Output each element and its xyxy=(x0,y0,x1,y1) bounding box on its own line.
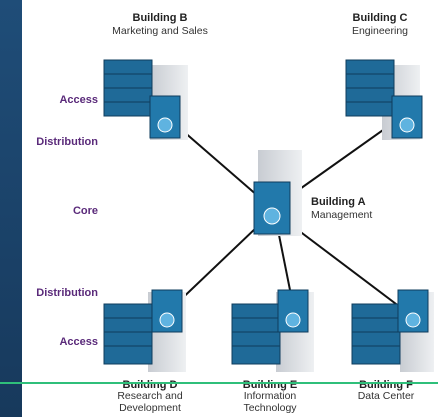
building-b-name: Building B xyxy=(132,12,188,24)
building-e-devices xyxy=(231,289,314,372)
building-f-desc: Data Center xyxy=(357,390,415,402)
links xyxy=(167,117,405,311)
access-switch-stack-e-icon xyxy=(231,303,281,365)
link-a-f xyxy=(289,223,405,311)
access-switch-stack-d-icon xyxy=(103,303,153,365)
layer-label-access-bottom: Access xyxy=(59,336,98,348)
building-c-devices xyxy=(345,59,423,140)
building-b-devices xyxy=(103,59,188,140)
link-a-d xyxy=(171,225,259,309)
building-a-desc: Management xyxy=(311,209,373,221)
building-c-name: Building C xyxy=(352,12,408,24)
left-sidebar-strip xyxy=(0,0,22,417)
building-b-desc: Marketing and Sales xyxy=(112,25,208,37)
building-a-devices xyxy=(253,150,302,236)
building-e-desc: Information Technology xyxy=(243,390,297,414)
access-switch-stack-f-icon xyxy=(351,303,401,365)
building-c-desc: Engineering xyxy=(351,25,409,37)
link-a-e xyxy=(277,229,293,301)
building-f-devices xyxy=(351,289,434,372)
link-c-a xyxy=(289,117,401,197)
layer-label-distribution-top: Distribution xyxy=(36,136,98,148)
building-d-devices xyxy=(103,289,186,372)
building-a-name: Building A xyxy=(311,196,366,208)
layer-label-access-top: Access xyxy=(59,94,98,106)
building-d-desc: Research and Development xyxy=(117,390,183,414)
layer-label-distribution-bottom: Distribution xyxy=(36,287,98,299)
divider-line xyxy=(0,382,438,384)
layer-label-core: Core xyxy=(72,205,98,217)
distribution-switch-d-icon xyxy=(151,289,183,333)
